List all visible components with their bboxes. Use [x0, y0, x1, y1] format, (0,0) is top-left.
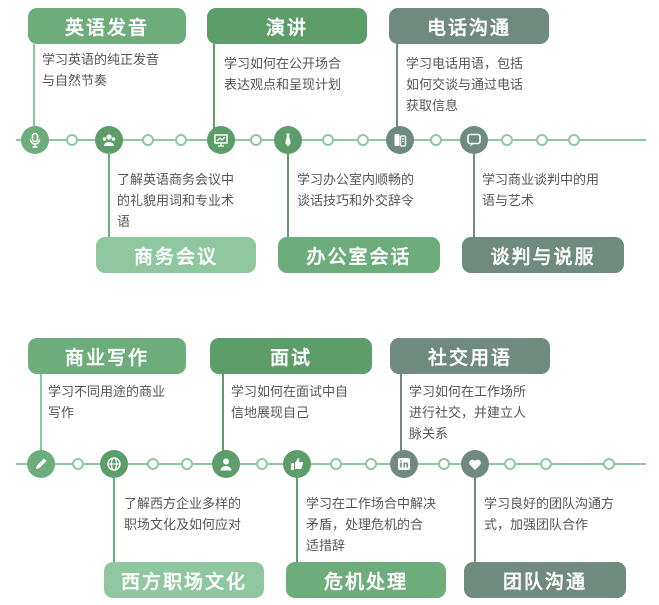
timeline-dot	[322, 134, 334, 146]
topic-title-team: 团队沟通	[464, 562, 626, 598]
topic-desc-writing: 学习不同用途的商业写作	[48, 385, 166, 421]
connector-line	[396, 44, 398, 130]
topic-desc-team: 学习良好的团队沟通方式，加强团队合作	[484, 497, 615, 533]
microphone-icon	[21, 126, 49, 154]
topic-desc-crisis: 学习在工作场合中解决矛盾，处理危机的合适措辞	[306, 497, 437, 554]
topic-title-crisis: 危机处理	[286, 562, 446, 598]
topic-title-meeting: 商务会议	[96, 237, 256, 273]
timeline-row-2: 商业写作 面试 社交用语 学习不同用途的商业写作 学习如何在面试中自信地展现自己…	[0, 330, 659, 600]
connector-line	[287, 152, 289, 240]
timeline-dot	[540, 458, 552, 470]
topic-desc-speech: 学习如何在公开场合表达观点和呈现计划	[224, 57, 342, 93]
timeline-dot	[147, 458, 159, 470]
topic-desc-pronunciation: 学习英语的纯正发音与自然节奏	[42, 53, 160, 89]
timeline-dot	[603, 458, 615, 470]
timeline-dot	[536, 134, 548, 146]
topic-title-social: 社交用语	[390, 338, 550, 374]
topic-title-office: 办公室会话	[278, 237, 440, 273]
connector-line	[474, 476, 476, 566]
topic-desc-culture: 了解西方企业多样的职场文化及如何应对	[124, 497, 242, 533]
connector-line	[40, 374, 42, 454]
connector-line	[33, 44, 35, 130]
timeline-dot	[250, 134, 262, 146]
globe-icon	[100, 450, 128, 478]
timeline-dot	[357, 134, 369, 146]
topic-title-interview: 面试	[210, 338, 372, 374]
connector-line	[222, 374, 224, 454]
topic-desc-social: 学习如何在工作场所进行社交，并建立人脉关系	[409, 385, 527, 442]
timeline-dot	[256, 458, 268, 470]
topic-desc-interview: 学习如何在面试中自信地展现自己	[231, 385, 349, 421]
connector-line	[108, 152, 110, 240]
topic-title-phone: 电话沟通	[389, 8, 549, 44]
timeline-dot	[72, 458, 84, 470]
topic-title-culture: 西方职场文化	[104, 562, 264, 598]
thumbs-up-icon	[283, 450, 311, 478]
presentation-icon	[207, 126, 235, 154]
heart-icon	[461, 450, 489, 478]
timeline-dot	[365, 458, 377, 470]
interview-person-icon	[212, 450, 240, 478]
chat-bubble-icon	[460, 126, 488, 154]
timeline-dot	[330, 458, 342, 470]
meeting-people-icon	[95, 126, 123, 154]
timeline-dot	[66, 134, 78, 146]
timeline-dot	[142, 134, 154, 146]
topic-desc-negotiation: 学习商业谈判中的用语与艺术	[482, 173, 600, 209]
pencil-icon	[27, 450, 55, 478]
topic-desc-meeting: 了解英语商务会议中的礼貌用词和专业术语	[117, 173, 235, 230]
topic-title-negotiation: 谈判与说服	[462, 237, 624, 273]
topic-desc-phone: 学习电话用语，包括如何交谈与通过电话获取信息	[406, 57, 524, 114]
connector-line	[113, 476, 115, 566]
timeline-dot	[504, 458, 516, 470]
timeline-dot	[430, 134, 442, 146]
timeline-dot	[175, 134, 187, 146]
timeline-dot	[181, 458, 193, 470]
connector-line	[400, 374, 402, 454]
timeline-dot	[438, 458, 450, 470]
connector-line	[296, 476, 298, 566]
connector-line	[473, 152, 475, 240]
timeline-dot	[568, 134, 580, 146]
tie-icon	[274, 126, 302, 154]
connector-line	[213, 44, 215, 130]
timeline-dot	[501, 134, 513, 146]
linkedin-icon	[390, 450, 418, 478]
topic-title-speech: 演讲	[207, 8, 367, 44]
topic-title-pronunciation: 英语发音	[28, 8, 186, 44]
topic-desc-office: 学习办公室内顺畅的谈话技巧和外交辞令	[297, 173, 415, 209]
timeline-row-1: 英语发音 演讲 电话沟通 学习英语的纯正发音与自然节奏 学习如何在公开场合表达观…	[0, 0, 659, 273]
topic-title-writing: 商业写作	[28, 338, 186, 374]
phone-icon	[386, 126, 414, 154]
